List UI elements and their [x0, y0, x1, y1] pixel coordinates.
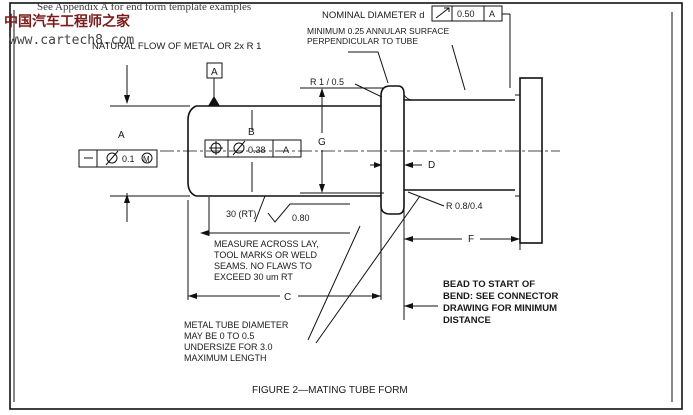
r08-label: R 0.8/0.4: [446, 201, 483, 211]
metal-leader-2: [315, 195, 421, 344]
fcf-top: 0.50 A: [431, 5, 503, 22]
figure-caption: FIGURE 2—MATING TUBE FORM: [252, 385, 408, 396]
metal-note-2: MAY BE 0 TO 0.5: [184, 331, 254, 341]
nominal-diameter-label: NOMINAL DIAMETER d: [322, 10, 425, 21]
measure-note-3: SEAMS. NO FLAWS TO: [214, 261, 312, 271]
metal-note-1: METAL TUBE DIAMETER: [184, 320, 289, 330]
bead-note-1: BEAD TO START OF: [443, 279, 535, 290]
min-surface-label-1: MINIMUM 0.25 ANNULAR SURFACE: [307, 26, 449, 36]
fcf-left: 0.1 M: [78, 149, 158, 168]
bead-note-2: BEND: SEE CONNECTOR: [443, 291, 559, 302]
bead-note-3: DRAWING FOR MINIMUM: [443, 303, 557, 314]
fcf-mid: 0.38 A: [204, 139, 302, 158]
roughness-icon: [267, 203, 350, 223]
fcf-mid-datum: A: [283, 145, 289, 155]
natural-flow-label: NATURAL FLOW OF METAL OR 2x R 1: [92, 41, 261, 52]
natural-flow-leader: [348, 51, 389, 84]
min-surface-leader: [451, 44, 466, 91]
fcf-left-modifier: M: [143, 155, 150, 164]
measure-note-2: TOOL MARKS OR WELD: [214, 250, 318, 260]
bead-note-4: DISTANCE: [443, 315, 491, 326]
mmc-icon: [141, 152, 153, 164]
roughness-value: 0.80: [292, 213, 310, 223]
diameter-icon: [233, 142, 245, 154]
measure-note-4: EXCEED 30 um RT: [214, 272, 293, 282]
measure-note-1: MEASURE ACROSS LAY,: [214, 239, 319, 249]
metal-leader-1: [307, 225, 361, 341]
fcf-mid-tolerance: 0.38: [248, 145, 266, 155]
watermark-chinese: 中国汽车工程师之家: [4, 13, 131, 30]
dim-b-label: B: [248, 127, 255, 138]
page-border: [9, 2, 683, 410]
fcf-top-datum: A: [489, 9, 495, 19]
datum-a-letter: A: [211, 67, 218, 78]
flange-block: [519, 77, 543, 244]
diameter-icon: [106, 152, 118, 164]
tube-outline: [160, 77, 560, 244]
fcf-top-tolerance: 0.50: [457, 9, 475, 19]
r1-label: R 1 / 0.5: [310, 77, 344, 87]
metal-note-3: UNDERSIZE FOR 3.0: [184, 342, 273, 352]
dim-d-label: D: [428, 160, 435, 171]
watermark-url: www.cartech8.com: [9, 33, 134, 48]
header-text: See Appendix A for end form template exa…: [37, 1, 251, 13]
metal-note-4: MAXIMUM LENGTH: [184, 353, 267, 363]
dim-a-label: A: [118, 130, 125, 141]
min-surface-label-2: PERPENDICULAR TO TUBE: [307, 36, 418, 46]
dim-c-label: C: [284, 292, 291, 303]
roughness-rt-label: 30 (RT): [226, 209, 256, 219]
fcf-left-tolerance: 0.1: [122, 154, 135, 164]
dim-g-label: G: [318, 137, 326, 148]
runout-icon: [435, 7, 450, 19]
dim-f-label: F: [468, 234, 474, 245]
datum-triangle: [208, 96, 220, 106]
